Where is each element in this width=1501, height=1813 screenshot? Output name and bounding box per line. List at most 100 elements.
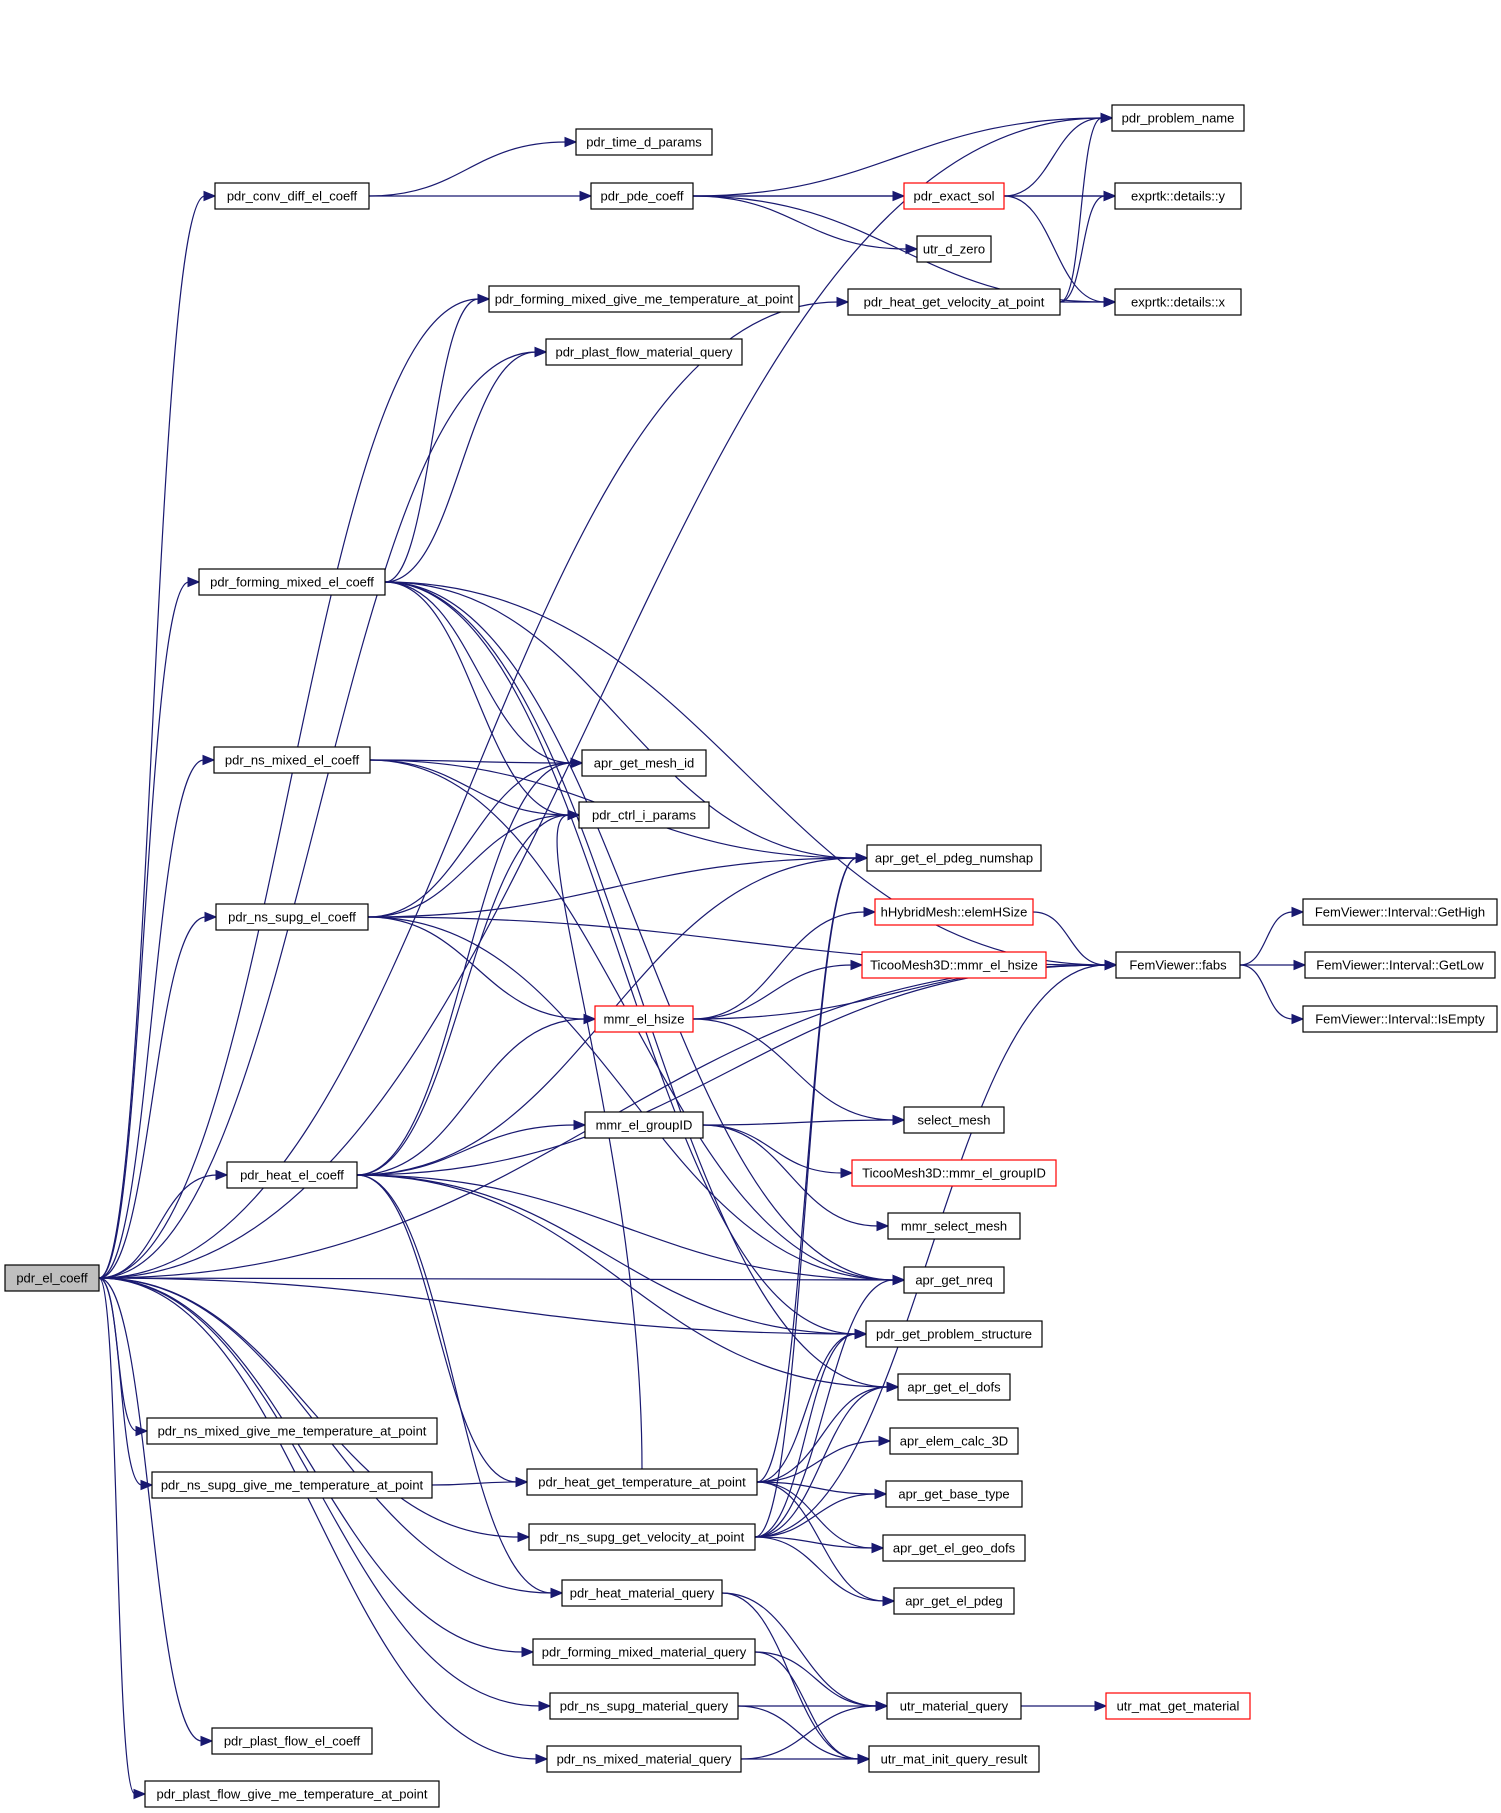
- node-ticoomesh3d-mmr-el-groupid[interactable]: TicooMesh3D::mmr_el_groupID: [851, 1159, 1057, 1187]
- edge-arrowhead: [892, 1274, 906, 1286]
- edge-arrowhead: [200, 1735, 214, 1747]
- node-label: pdr_heat_get_velocity_at_point: [864, 295, 1045, 310]
- node-pdr-pde-coeff[interactable]: pdr_pde_coeff: [590, 182, 694, 210]
- edge-mmr-el-groupid-to-select-mesh: [702, 1119, 895, 1126]
- node-hhybridmesh-elemhsize[interactable]: hHybridMesh::elemHSize: [874, 898, 1034, 926]
- node-pdr-ns-supg-material-query[interactable]: pdr_ns_supg_material_query: [549, 1692, 739, 1720]
- node-pdr-forming-mixed-material-query[interactable]: pdr_forming_mixed_material_query: [532, 1638, 756, 1666]
- edge-pdr-ns-supg-get-velocity-at-point-to-apr-get-el-pdeg: [754, 1536, 885, 1602]
- edge-pdr-ns-supg-el-coeff-to-mmr-el-hsize: [367, 916, 586, 1020]
- node-apr-get-el-dofs[interactable]: apr_get_el_dofs: [897, 1373, 1011, 1401]
- node-pdr-ns-supg-give-me-temperature-at-point[interactable]: pdr_ns_supg_give_me_temperature_at_point: [151, 1471, 433, 1499]
- node-box: [1304, 951, 1496, 979]
- node-pdr-heat-el-coeff[interactable]: pdr_heat_el_coeff: [226, 1161, 358, 1189]
- node-apr-get-base-type[interactable]: apr_get_base_type: [885, 1480, 1023, 1508]
- node-apr-get-nreq[interactable]: apr_get_nreq: [903, 1266, 1005, 1294]
- node-pdr-ns-mixed-give-me-temperature-at-point[interactable]: pdr_ns_mixed_give_me_temperature_at_poin…: [146, 1417, 438, 1445]
- edge-arrowhead: [878, 1435, 892, 1447]
- node-apr-get-mesh-id[interactable]: apr_get_mesh_id: [581, 749, 707, 777]
- node-pdr-forming-mixed-el-coeff[interactable]: pdr_forming_mixed_el_coeff: [198, 568, 386, 596]
- node-pdr-ns-supg-el-coeff[interactable]: pdr_ns_supg_el_coeff: [215, 903, 369, 931]
- node-box: [581, 749, 707, 777]
- node-pdr-plast-flow-material-query[interactable]: pdr_plast_flow_material_query: [545, 338, 743, 366]
- node-box: [861, 951, 1047, 979]
- node-pdr-plast-flow-give-me-temperature-at-point[interactable]: pdr_plast_flow_give_me_temperature_at_po…: [144, 1780, 440, 1808]
- node-box: [528, 1523, 756, 1551]
- edge-pdr-pde-coeff-to-pdr-problem-name: [692, 117, 1103, 197]
- edge-pdr-heat-get-velocity-at-point-to-pdr-problem-name: [1059, 117, 1103, 303]
- node-femviewer-gethigh[interactable]: FemViewer::Interval::GetHigh: [1302, 898, 1498, 926]
- edge-pdr-forming-mixed-el-coeff-to-pdr-get-problem-structure: [384, 581, 857, 1335]
- node-femviewer-isempty[interactable]: FemViewer::Interval::IsEmpty: [1302, 1005, 1498, 1033]
- node-apr-get-el-geo-dofs[interactable]: apr_get_el_geo_dofs: [882, 1534, 1026, 1562]
- node-label: pdr_plast_flow_el_coeff: [224, 1734, 361, 1749]
- node-box: [594, 1005, 694, 1033]
- node-apr-get-el-pdeg[interactable]: apr_get_el_pdeg: [893, 1587, 1015, 1615]
- node-pdr-heat-material-query[interactable]: pdr_heat_material_query: [561, 1579, 723, 1607]
- node-utr-d-zero[interactable]: utr_d_zero: [916, 235, 992, 263]
- edge-pdr-el-coeff-to-pdr-forming-mixed-el-coeff: [98, 581, 190, 1279]
- node-pdr-heat-get-velocity-at-point[interactable]: pdr_heat_get_velocity_at_point: [847, 288, 1061, 316]
- edge-pdr-forming-mixed-el-coeff-to-pdr-plast-flow-material-query: [384, 351, 537, 583]
- edge-pdr-el-coeff-to-pdr-ns-supg-el-coeff: [98, 916, 207, 1279]
- node-apr-elem-calc-3d[interactable]: apr_elem_calc_3D: [889, 1427, 1019, 1455]
- edge-pdr-ns-supg-get-velocity-at-point-to-apr-get-el-dofs: [754, 1386, 889, 1538]
- edge-pdr-pde-coeff-to-utr-d-zero: [692, 195, 908, 250]
- node-pdr-el-coeff[interactable]: pdr_el_coeff: [4, 1264, 100, 1292]
- node-femviewer-getlow[interactable]: FemViewer::Interval::GetLow: [1304, 951, 1496, 979]
- node-box: [865, 1320, 1043, 1348]
- edge-arrowhead: [204, 911, 218, 923]
- node-pdr-conv-diff-el-coeff[interactable]: pdr_conv_diff_el_coeff: [214, 182, 370, 210]
- node-label: pdr_exact_sol: [914, 189, 995, 204]
- node-apr-get-el-pdeg-numshap[interactable]: apr_get_el_pdeg_numshap: [866, 844, 1042, 872]
- node-exprtk-y[interactable]: exprtk::details::y: [1114, 182, 1242, 210]
- edge-pdr-heat-el-coeff-to-apr-get-el-dofs: [356, 1174, 889, 1388]
- edge-pdr-heat-material-query-to-utr-material-query: [721, 1592, 878, 1707]
- edge-pdr-heat-el-coeff-to-pdr-heat-material-query: [356, 1174, 553, 1594]
- node-label: pdr_forming_mixed_give_me_temperature_at…: [495, 292, 794, 307]
- node-femviewer-fabs[interactable]: FemViewer::fabs: [1115, 951, 1241, 979]
- node-utr-material-query[interactable]: utr_material_query: [886, 1692, 1022, 1720]
- node-pdr-plast-flow-el-coeff[interactable]: pdr_plast_flow_el_coeff: [211, 1727, 373, 1755]
- node-pdr-exact-sol[interactable]: pdr_exact_sol: [903, 182, 1005, 210]
- edge-arrowhead: [573, 1119, 587, 1131]
- node-utr-mat-init-query-result[interactable]: utr_mat_init_query_result: [868, 1745, 1040, 1773]
- node-pdr-heat-get-temperature-at-point[interactable]: pdr_heat_get_temperature_at_point: [526, 1468, 758, 1496]
- node-box: [1111, 104, 1245, 132]
- node-mmr-select-mesh[interactable]: mmr_select_mesh: [887, 1212, 1021, 1240]
- node-pdr-ns-mixed-material-query[interactable]: pdr_ns_mixed_material_query: [546, 1745, 742, 1773]
- function-nodes: pdr_el_coeff pdr_problem_name pdr_time_d_p…: [4, 104, 1498, 1808]
- node-pdr-get-problem-structure[interactable]: pdr_get_problem_structure: [865, 1320, 1043, 1348]
- edge-arrowhead: [567, 809, 581, 821]
- node-pdr-forming-mixed-give-me-temperature-at-point[interactable]: pdr_forming_mixed_give_me_temperature_at…: [488, 285, 800, 313]
- node-pdr-time-d-params[interactable]: pdr_time_d_params: [575, 128, 713, 156]
- node-label: utr_material_query: [900, 1699, 1009, 1714]
- edge-pdr-ns-supg-give-me-temperature-at-point-to-pdr-heat-get-temperature-at-point: [431, 1481, 518, 1486]
- edge-arrowhead: [570, 757, 584, 769]
- edge-pdr-el-coeff-to-apr-get-nreq: [98, 1277, 895, 1281]
- edge-pdr-heat-get-temperature-at-point-to-pdr-get-problem-structure: [756, 1333, 857, 1483]
- node-pdr-ctrl-i-params[interactable]: pdr_ctrl_i_params: [578, 801, 710, 829]
- edge-pdr-el-coeff-to-pdr-plast-flow-give-me-temperature-at-point: [98, 1277, 136, 1795]
- node-pdr-problem-name[interactable]: pdr_problem_name: [1111, 104, 1245, 132]
- edge-pdr-heat-el-coeff-to-mmr-el-groupid: [356, 1124, 576, 1176]
- edge-pdr-ns-supg-material-query-to-utr-mat-init-query-result: [737, 1705, 860, 1760]
- edge-arrowhead: [875, 1700, 889, 1712]
- edge-arrowhead: [854, 1328, 868, 1340]
- node-select-mesh[interactable]: select_mesh: [903, 1106, 1005, 1134]
- edge-pdr-forming-mixed-el-coeff-to-femviewer-fabs: [384, 581, 1107, 966]
- node-mmr-el-groupid[interactable]: mmr_el_groupID: [584, 1111, 704, 1139]
- edge-mmr-el-hsize-to-select-mesh: [692, 1018, 895, 1121]
- node-exprtk-x[interactable]: exprtk::details::x: [1114, 288, 1242, 316]
- node-pdr-ns-supg-get-velocity-at-point[interactable]: pdr_ns_supg_get_velocity_at_point: [528, 1523, 756, 1551]
- node-ticoomesh3d-mmr-el-hsize[interactable]: TicooMesh3D::mmr_el_hsize: [861, 951, 1047, 979]
- node-box: [211, 1727, 373, 1755]
- node-pdr-ns-mixed-el-coeff[interactable]: pdr_ns_mixed_el_coeff: [213, 746, 371, 774]
- node-utr-mat-get-material[interactable]: utr_mat_get_material: [1105, 1692, 1251, 1720]
- edge-arrowhead: [534, 346, 548, 358]
- edge-arrowhead: [855, 852, 869, 864]
- edge-pdr-forming-mixed-el-coeff-to-apr-get-el-pdeg-numshap: [384, 581, 858, 859]
- node-mmr-el-hsize[interactable]: mmr_el_hsize: [594, 1005, 694, 1033]
- node-label: mmr_el_hsize: [604, 1012, 685, 1027]
